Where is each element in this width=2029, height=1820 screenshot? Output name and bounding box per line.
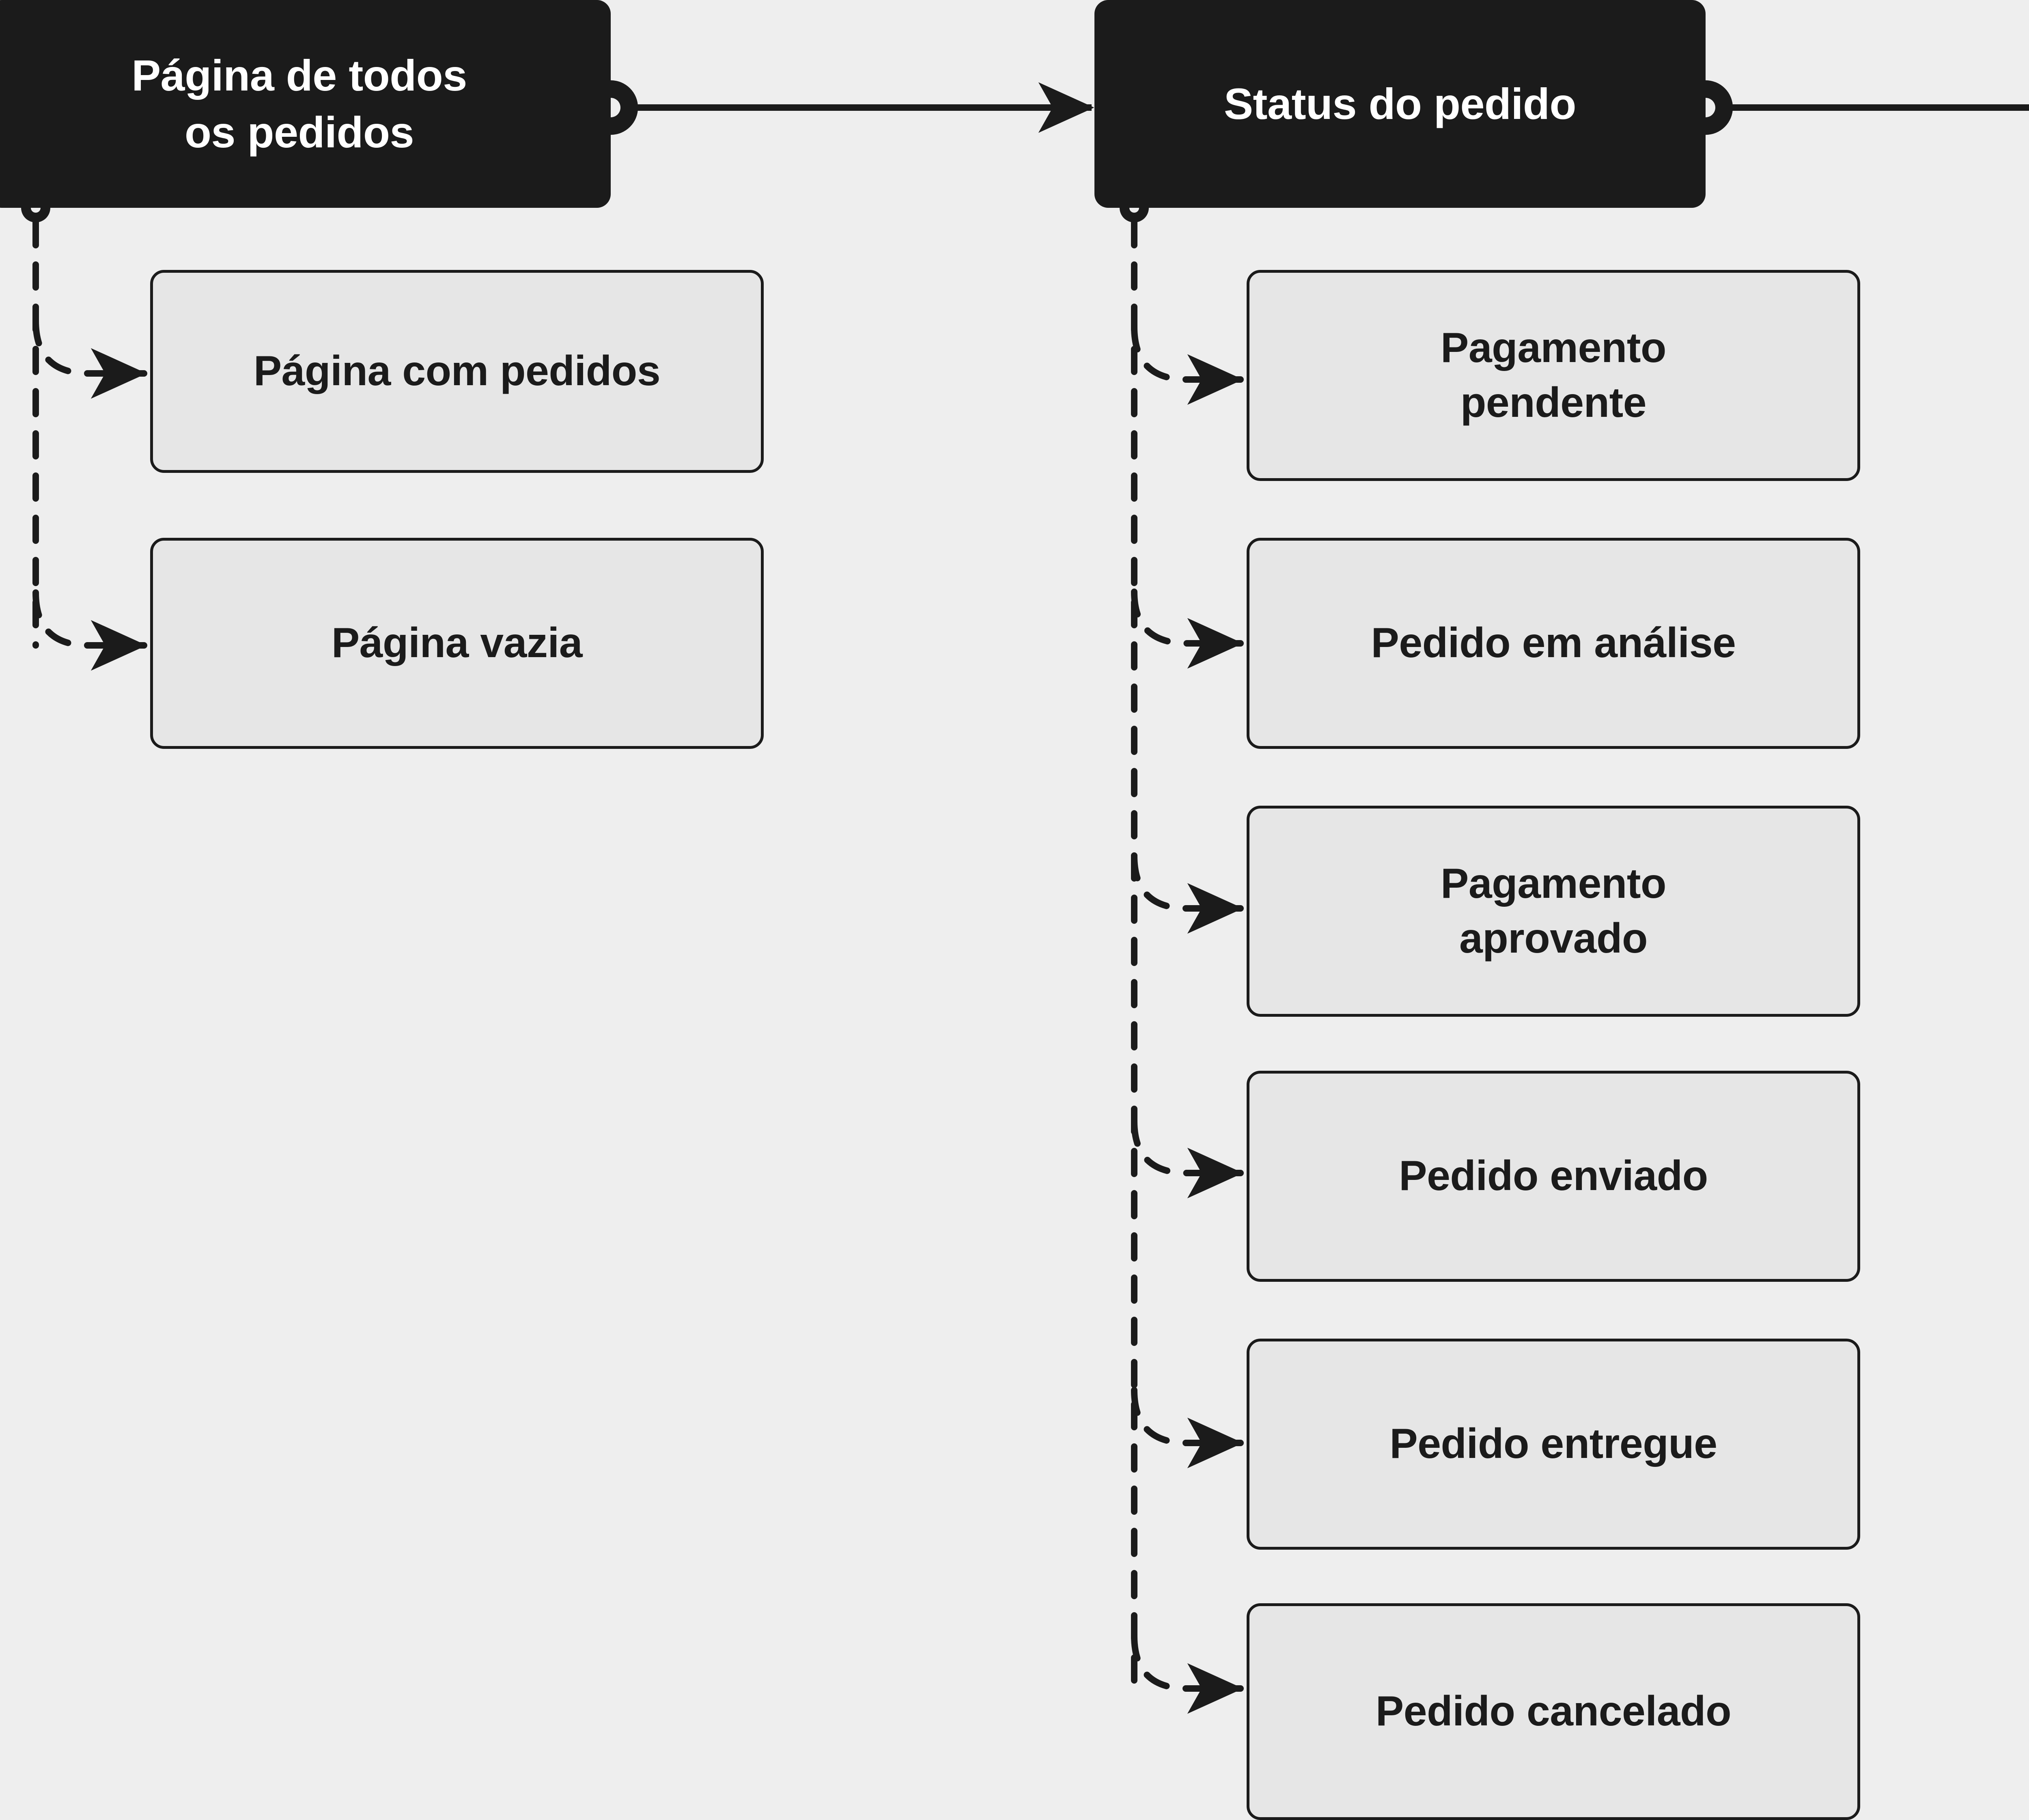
branch-pagina-vazia bbox=[32, 589, 147, 671]
node-pedido-cancelado[interactable]: Pedido cancelado bbox=[1247, 1603, 1860, 1820]
node-pedido-entregue-label: Pedido entregue bbox=[1389, 1420, 1717, 1468]
branch-pedido-cancelado bbox=[1131, 1632, 1244, 1714]
node-todos-pedidos-label: Página de todos os pedidos bbox=[131, 50, 467, 157]
node-pagina-com-pedidos[interactable]: Página com pedidos bbox=[150, 270, 764, 473]
branch-pedido-entregue bbox=[1131, 1387, 1244, 1469]
node-status-pedido[interactable]: Status do pedido bbox=[1094, 0, 1706, 208]
branch-pagina-com-pedidos bbox=[32, 317, 147, 399]
node-pedido-em-analise-label: Pedido em análise bbox=[1371, 619, 1736, 667]
node-status-pedido-label: Status do pedido bbox=[1224, 79, 1576, 128]
node-pagina-com-pedidos-label: Página com pedidos bbox=[253, 347, 661, 395]
node-pagina-vazia[interactable]: Página vazia bbox=[150, 538, 764, 749]
node-pedido-em-analise[interactable]: Pedido em análise bbox=[1247, 538, 1860, 749]
branch-pedido-em-analise bbox=[1131, 589, 1244, 669]
node-pedido-enviado[interactable]: Pedido enviado bbox=[1247, 1071, 1860, 1282]
branch-pedido-enviado bbox=[1131, 1118, 1244, 1199]
node-pagamento-pendente-label: Pagamento pendente bbox=[1440, 324, 1667, 426]
node-pedido-enviado-label: Pedido enviado bbox=[1399, 1152, 1708, 1200]
branch-pagamento-pendente bbox=[1131, 323, 1244, 405]
node-todos-pedidos[interactable]: Página de todos os pedidos bbox=[0, 0, 611, 208]
node-pagina-vazia-label: Página vazia bbox=[331, 619, 583, 667]
node-pagamento-pendente[interactable]: Pagamento pendente bbox=[1247, 270, 1860, 481]
node-pedido-cancelado-label: Pedido cancelado bbox=[1375, 1688, 1732, 1735]
node-pedido-entregue[interactable]: Pedido entregue bbox=[1247, 1339, 1860, 1550]
branch-pagamento-aprovado bbox=[1131, 852, 1244, 934]
node-pagamento-aprovado-label: Pagamento aprovado bbox=[1440, 860, 1667, 962]
node-pagamento-aprovado[interactable]: Pagamento aprovado bbox=[1247, 806, 1860, 1017]
